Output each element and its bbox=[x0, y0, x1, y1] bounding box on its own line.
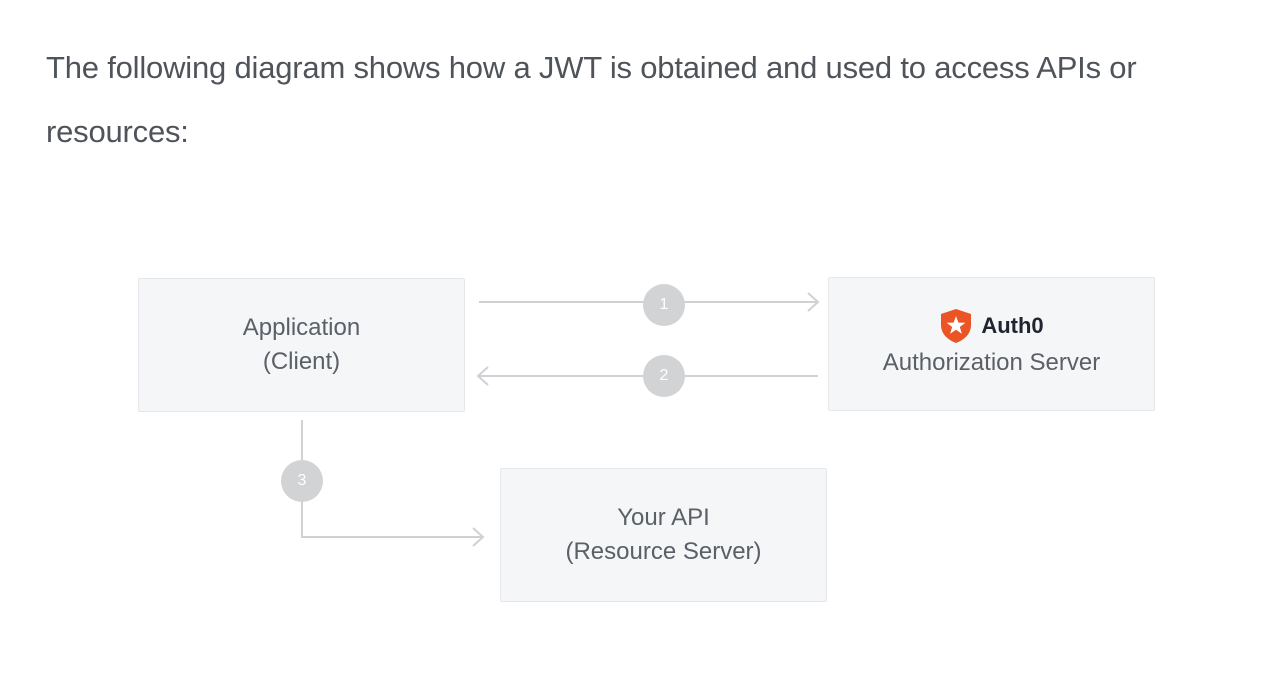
authorization-server-label: Authorization Server bbox=[882, 349, 1101, 376]
arrow-3-head bbox=[472, 527, 485, 547]
arrow-3-line bbox=[301, 420, 483, 538]
resource-server-label: (Resource Server) bbox=[565, 538, 762, 565]
application-label: Application bbox=[242, 314, 361, 341]
auth0-brand: Auth0 bbox=[939, 308, 1044, 344]
step-1-badge: 1 bbox=[643, 284, 685, 326]
your-api-label: Your API bbox=[617, 504, 710, 531]
auth0-brand-name: Auth0 bbox=[981, 313, 1044, 338]
application-client-box: Application (Client) bbox=[138, 278, 465, 412]
step-2-badge: 2 bbox=[643, 355, 685, 397]
arrow-1-head bbox=[807, 292, 820, 312]
client-label: (Client) bbox=[262, 348, 341, 375]
resource-server-box: Your API (Resource Server) bbox=[500, 468, 827, 602]
auth0-shield-icon bbox=[941, 309, 972, 343]
authorization-server-box: Auth0 Authorization Server bbox=[828, 277, 1155, 411]
step-3-badge: 3 bbox=[281, 460, 323, 502]
intro-paragraph: The following diagram shows how a JWT is… bbox=[46, 50, 1137, 149]
arrow-2-head bbox=[476, 366, 489, 386]
